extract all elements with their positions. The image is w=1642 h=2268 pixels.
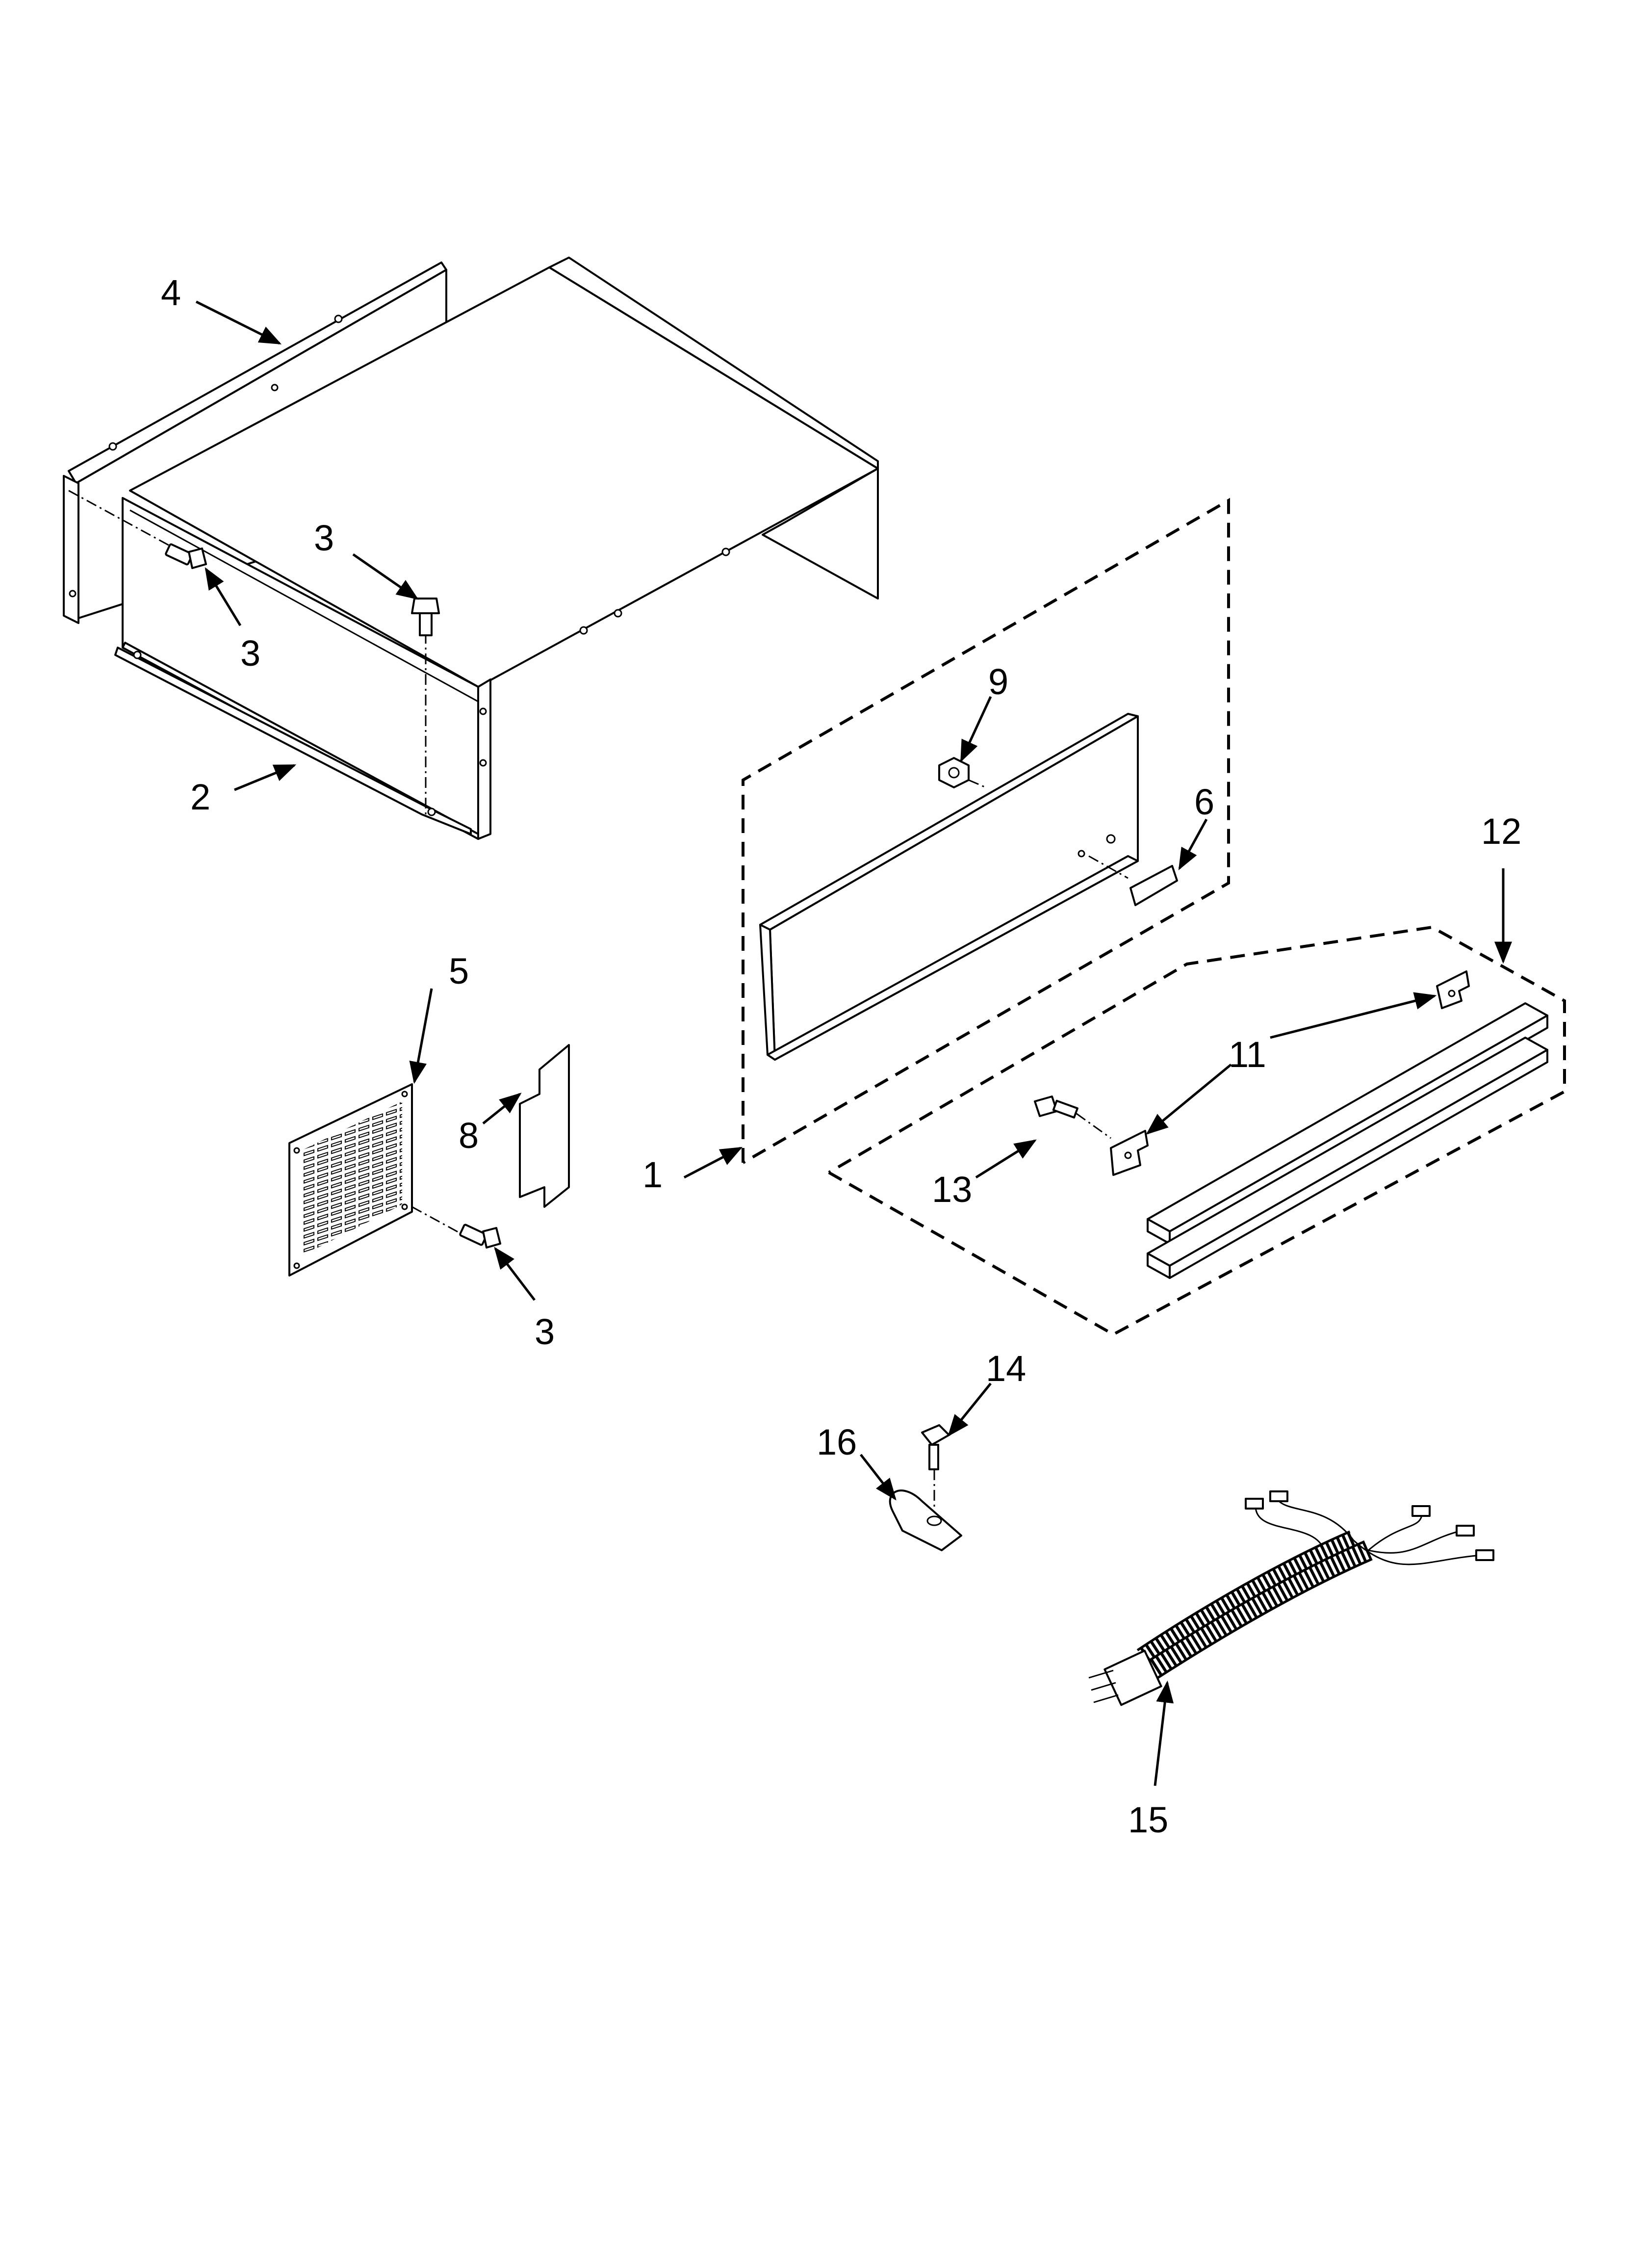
leader-lines [195, 300, 1512, 1786]
callout-5: 5 [449, 951, 469, 991]
screw-bracket [1034, 1095, 1111, 1139]
main-housing [114, 257, 879, 840]
screw-clamp [921, 1424, 950, 1509]
callout-4: 4 [161, 272, 181, 313]
bracket-upper [1436, 970, 1470, 1009]
wire-harness [1088, 1490, 1494, 1706]
callout-13: 13 [932, 1169, 972, 1210]
nut [938, 757, 970, 788]
callout-12: 12 [1481, 811, 1521, 852]
clip [1088, 855, 1178, 906]
callout-3-grille: 3 [535, 1311, 555, 1352]
kit-outline-1 [742, 497, 1230, 1164]
cable-clamp [889, 1489, 962, 1551]
callout-3-top: 3 [314, 518, 334, 558]
callout-6: 6 [1194, 782, 1214, 822]
callout-labels: 4 2 3 3 5 8 3 9 6 1 12 11 13 14 16 15 [161, 272, 1521, 1840]
screw-centerline-grille [411, 1206, 466, 1237]
kit-outline-12 [828, 925, 1566, 1336]
screw-grille [459, 1224, 501, 1249]
screw-side [165, 543, 207, 569]
screw-top [411, 598, 440, 636]
trim-rail [1147, 1002, 1548, 1279]
callout-16: 16 [817, 1422, 857, 1462]
callout-15: 15 [1128, 1799, 1168, 1840]
nut-centerline [968, 779, 986, 788]
callout-14: 14 [986, 1348, 1026, 1389]
callout-9: 9 [988, 661, 1008, 702]
callout-11: 11 [1229, 1034, 1266, 1075]
callout-2: 2 [190, 777, 210, 817]
grille [288, 1083, 413, 1277]
callout-3-side: 3 [240, 633, 260, 674]
insulation-pad [519, 1044, 570, 1208]
callout-1: 1 [642, 1154, 663, 1195]
bracket-lower [1110, 1130, 1149, 1176]
kick-plate [759, 713, 1139, 1061]
callout-8: 8 [459, 1115, 479, 1156]
